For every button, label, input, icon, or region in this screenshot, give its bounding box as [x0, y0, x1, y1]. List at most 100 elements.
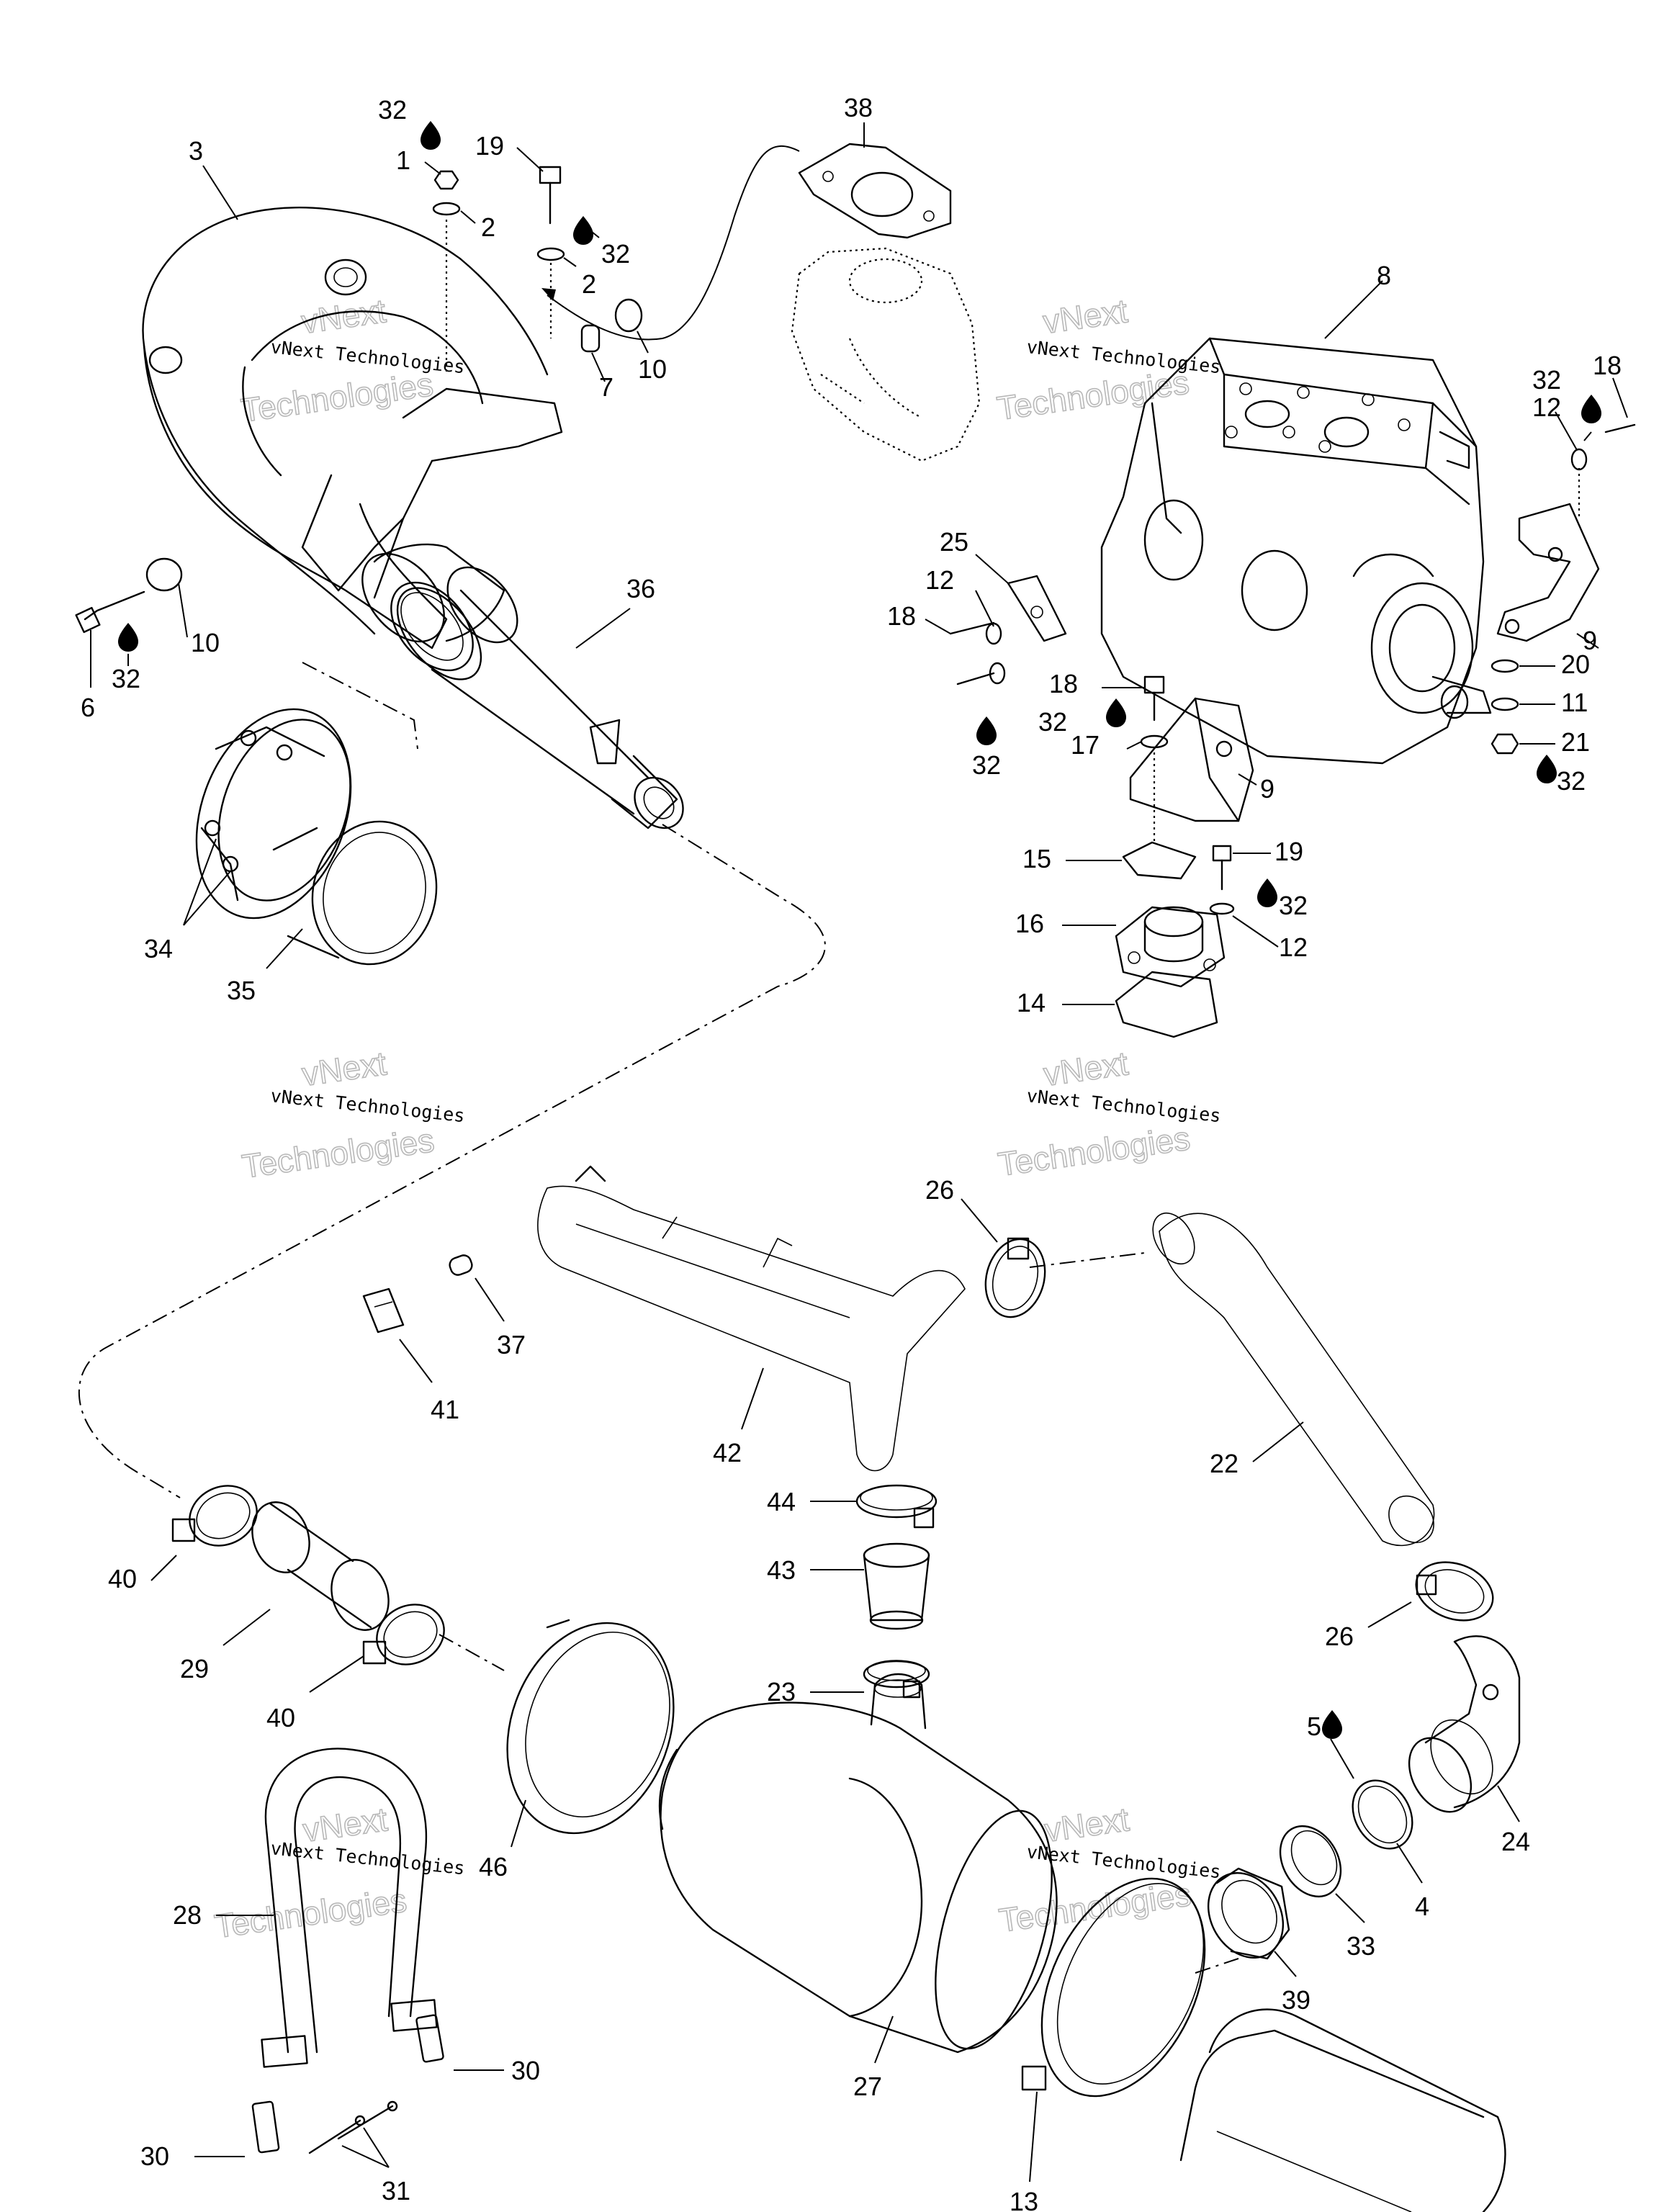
watermark-text: vNext Technologies: [269, 336, 465, 377]
callout-31: 31: [382, 2176, 410, 2206]
o-ring-part-4: [1352, 1779, 1413, 1850]
callout-32: 32: [1038, 707, 1067, 737]
nut-part-21: [1491, 733, 1519, 755]
callout-32: 32: [972, 750, 1001, 780]
bracket-part-9-center: [1129, 697, 1254, 822]
watermark-technologies: Technologies: [240, 1121, 436, 1185]
bolt-part-6: [84, 590, 145, 621]
engine-part-8: [1100, 337, 1492, 765]
watermark-vnext: vNext: [1040, 292, 1130, 341]
watermark-text: vNext Technologies: [269, 1085, 465, 1126]
callout-2: 2: [582, 269, 596, 299]
oil-drop-icon: [1322, 1710, 1342, 1739]
callout-12: 12: [1532, 392, 1561, 422]
watermark-text: vNext Technologies: [1025, 1085, 1221, 1126]
nut-part-39: [1207, 1867, 1290, 1960]
callout-28: 28: [173, 1900, 202, 1930]
watermark-vnext: vNext: [1041, 1044, 1130, 1093]
sleeve-part-35: [272, 820, 438, 966]
callout-6: 6: [81, 693, 95, 722]
callout-25: 25: [940, 527, 968, 557]
callout-34: 34: [144, 934, 173, 963]
phantom-cylinder: [791, 247, 981, 462]
nut-part-1: [433, 170, 459, 190]
oil-drop-icons: [118, 121, 1601, 1739]
gasket-part-38: [798, 143, 952, 239]
hose-clamp-part-26-top: [984, 1237, 1046, 1318]
callout-18: 18: [887, 601, 916, 631]
dash-route: [1029, 1252, 1146, 1268]
watermark-vnext: vNext: [299, 292, 388, 341]
callout-5: 5: [1307, 1712, 1321, 1741]
callout-3: 3: [189, 136, 203, 166]
callout-32: 32: [601, 239, 630, 269]
ring-part-46: [506, 1619, 675, 1835]
strap-part-28: [261, 1748, 438, 2068]
callout-30: 30: [140, 2141, 169, 2171]
callout-41: 41: [431, 1395, 459, 1424]
hardware-cluster-top-left: [75, 166, 643, 634]
watermark-technologies: Technologies: [996, 1119, 1192, 1183]
rubber-mount-part-16: [1115, 906, 1226, 988]
callout-1: 1: [396, 145, 410, 175]
hose-clamp-part-26-bottom: [1415, 1561, 1494, 1622]
oil-drop-icon: [118, 623, 138, 652]
watermark-vnext: vNext: [300, 1044, 389, 1093]
oil-drop-icon: [1106, 698, 1126, 727]
dash-route: [439, 1634, 505, 1671]
callout-38: 38: [844, 93, 873, 122]
watermark-vnext: vNext: [1042, 1800, 1131, 1849]
hose-clamp-part-40-top: [171, 1485, 258, 1547]
bracket-part-30-left: [251, 2100, 280, 2154]
callout-39: 39: [1282, 1985, 1310, 2015]
callout-4: 4: [1415, 1892, 1429, 1921]
callout-10: 10: [191, 628, 220, 657]
bolt-part-19-head: [1212, 845, 1232, 862]
callout-33: 33: [1346, 1931, 1375, 1961]
clip-part-41: [362, 1287, 405, 1334]
callout-37: 37: [497, 1330, 526, 1359]
bracket-part-9-right: [1496, 503, 1600, 642]
watermark-group-5: Technologies vNext: [212, 1799, 410, 1946]
hose-clamp-part-40-bottom: [362, 1604, 445, 1665]
dash-route: [302, 662, 418, 750]
callout-40: 40: [108, 1564, 137, 1593]
bracket-part-25: [1007, 575, 1067, 642]
watermark-technologies: Technologies: [239, 365, 436, 429]
watermark-technologies: Technologies: [997, 1875, 1193, 1939]
washer-part-17: [1140, 734, 1169, 749]
bracket-part-30-right: [415, 2014, 444, 2063]
callout-46: 46: [479, 1852, 508, 1881]
washer-part-11: [1491, 697, 1519, 711]
plate-part-14: [1115, 971, 1218, 1038]
washer-part-2: [432, 202, 461, 216]
callout-24: 24: [1501, 1827, 1530, 1856]
muffler-body-bottom: [1179, 2008, 1506, 2212]
hose-part-29: [251, 1501, 390, 1631]
oil-drop-icon: [1537, 755, 1557, 783]
callout-16: 16: [1015, 909, 1044, 938]
callout-12: 12: [1279, 932, 1308, 962]
watermark-technologies: Technologies: [994, 363, 1191, 427]
callout-26: 26: [925, 1175, 954, 1205]
callout-29: 29: [180, 1654, 209, 1683]
rivet-part-31: [308, 2100, 398, 2154]
oil-drop-icon: [421, 121, 441, 150]
callout-42: 42: [713, 1438, 742, 1467]
watermark-technologies: Technologies: [212, 1881, 409, 1945]
callout-18: 18: [1593, 351, 1622, 380]
hose-clamp-part-13: [1021, 1877, 1206, 2098]
bolt-part-19-head: [539, 166, 562, 184]
callout-17: 17: [1071, 730, 1100, 760]
cone-pipe-part-36: [396, 566, 684, 830]
oil-drop-icon: [573, 216, 593, 245]
washer-part-12: [1209, 902, 1235, 915]
callout-9: 9: [1583, 626, 1597, 655]
hose-clamp-part-44: [855, 1484, 938, 1529]
bolt-part-18: [1604, 423, 1636, 433]
washer-part-2: [536, 247, 565, 261]
callout-36: 36: [626, 574, 655, 603]
flow-arrow: [547, 145, 800, 341]
callout-13: 13: [1010, 2187, 1038, 2212]
